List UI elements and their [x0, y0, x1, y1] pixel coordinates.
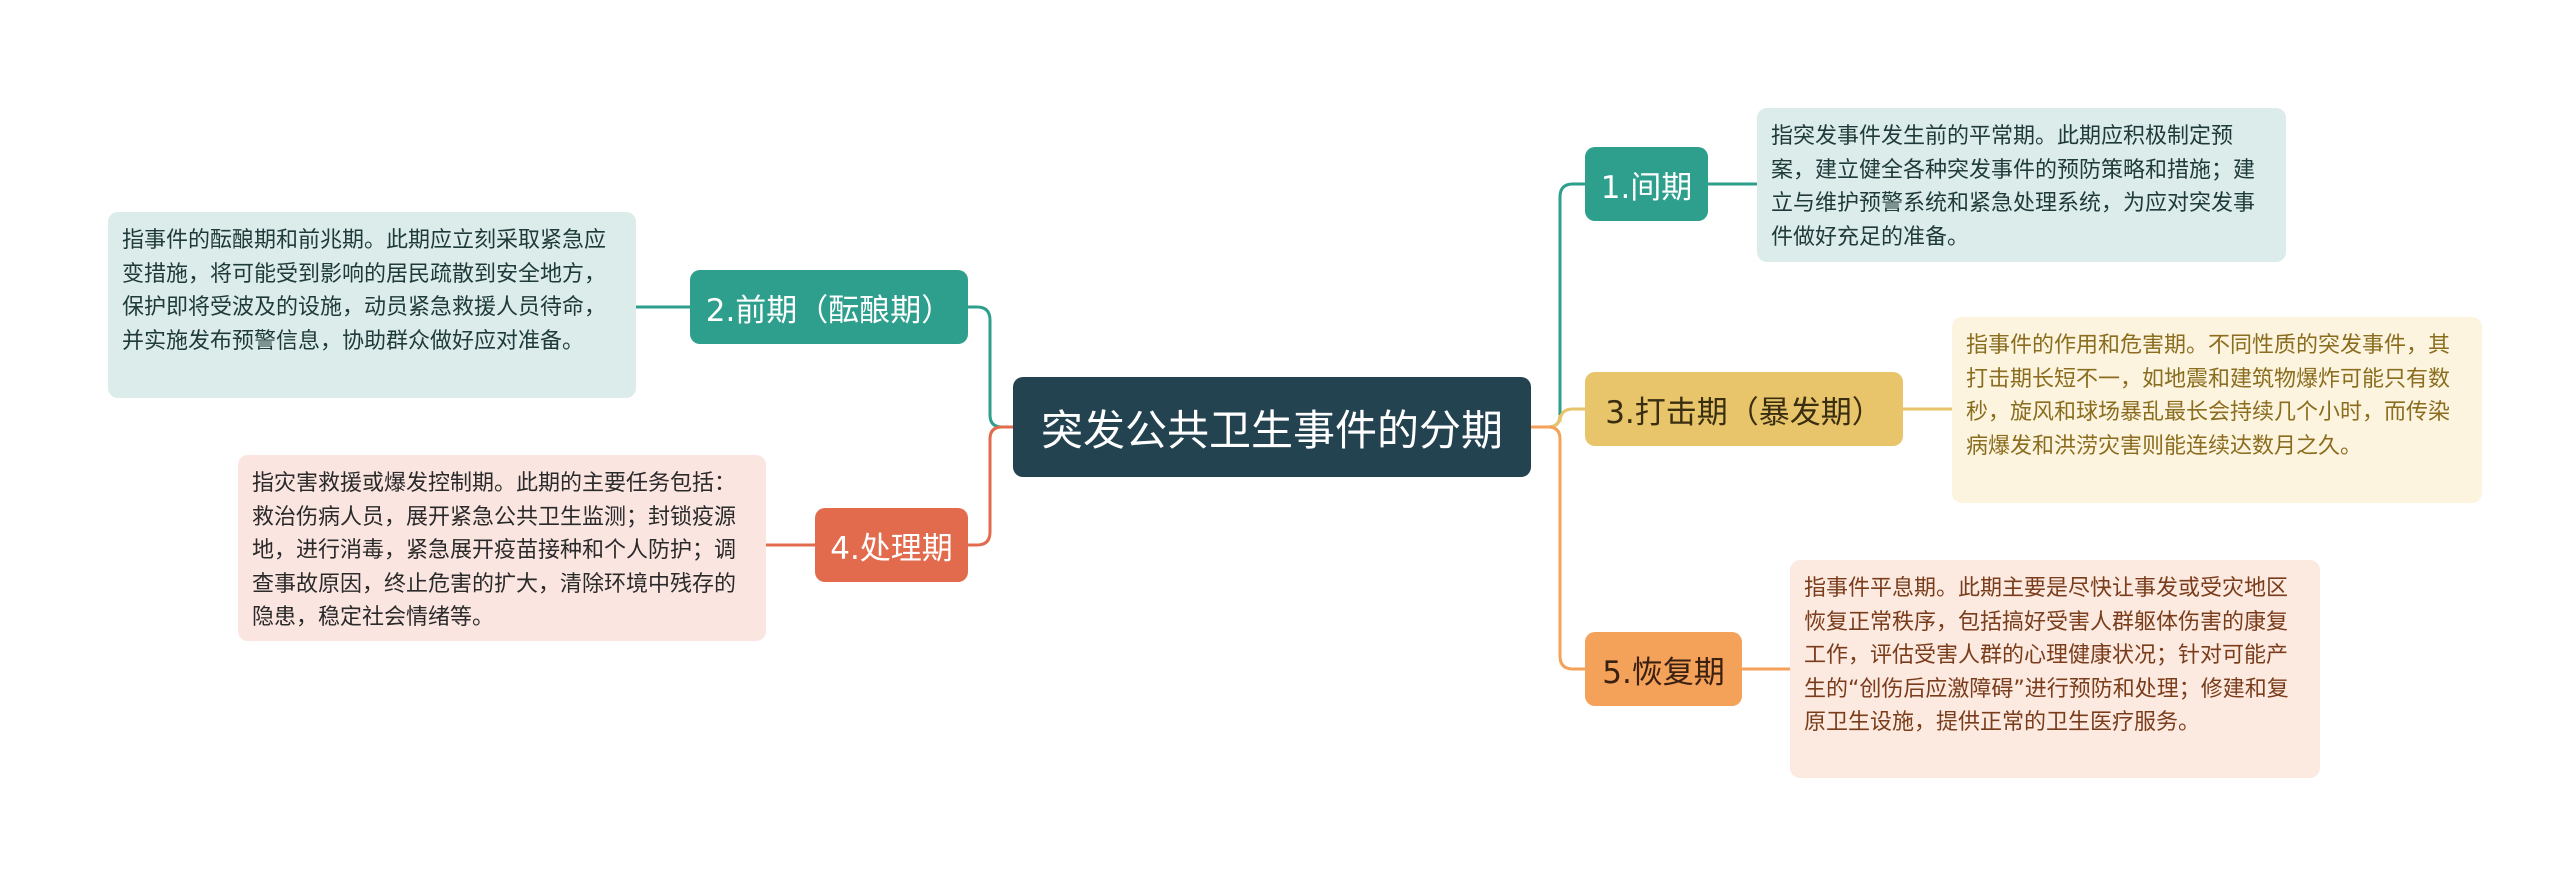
- link-central-to-branch-4: [968, 425, 1013, 547]
- link-central-to-branch-5: [1531, 425, 1585, 671]
- central-topic[interactable]: 突发公共卫生事件的分期: [1013, 377, 1531, 477]
- link-central-to-branch-2: [968, 305, 1013, 429]
- link-central-to-branch-1: [1531, 182, 1585, 429]
- note-4-handling: 指灾害救援或爆发控制期。此期的主要任务包括：救治伤病人员，展开紧急公共卫生监测；…: [238, 455, 766, 641]
- note-3-strike: 指事件的作用和危害期。不同性质的突发事件，其打击期长短不一，如地震和建筑物爆炸可…: [1952, 317, 2482, 503]
- branch-2-early[interactable]: 2.前期（酝酿期）: [690, 270, 968, 344]
- note-5-recovery: 指事件平息期。此期主要是尽快让事发或受灾地区恢复正常秩序，包括搞好受害人群躯体伤…: [1790, 560, 2320, 778]
- branch-4-handling[interactable]: 4.处理期: [815, 508, 968, 582]
- branch-3-strike[interactable]: 3.打击期（暴发期）: [1585, 372, 1903, 446]
- note-2-early: 指事件的酝酿期和前兆期。此期应立刻采取紧急应变措施，将可能受到影响的居民疏散到安…: [108, 212, 636, 398]
- note-1-interval: 指突发事件发生前的平常期。此期应积极制定预案，建立健全各种突发事件的预防策略和措…: [1757, 108, 2286, 262]
- branch-5-recovery[interactable]: 5.恢复期: [1585, 632, 1742, 706]
- branch-1-interval[interactable]: 1.间期: [1585, 147, 1708, 221]
- link-central-to-branch-3: [1531, 407, 1585, 429]
